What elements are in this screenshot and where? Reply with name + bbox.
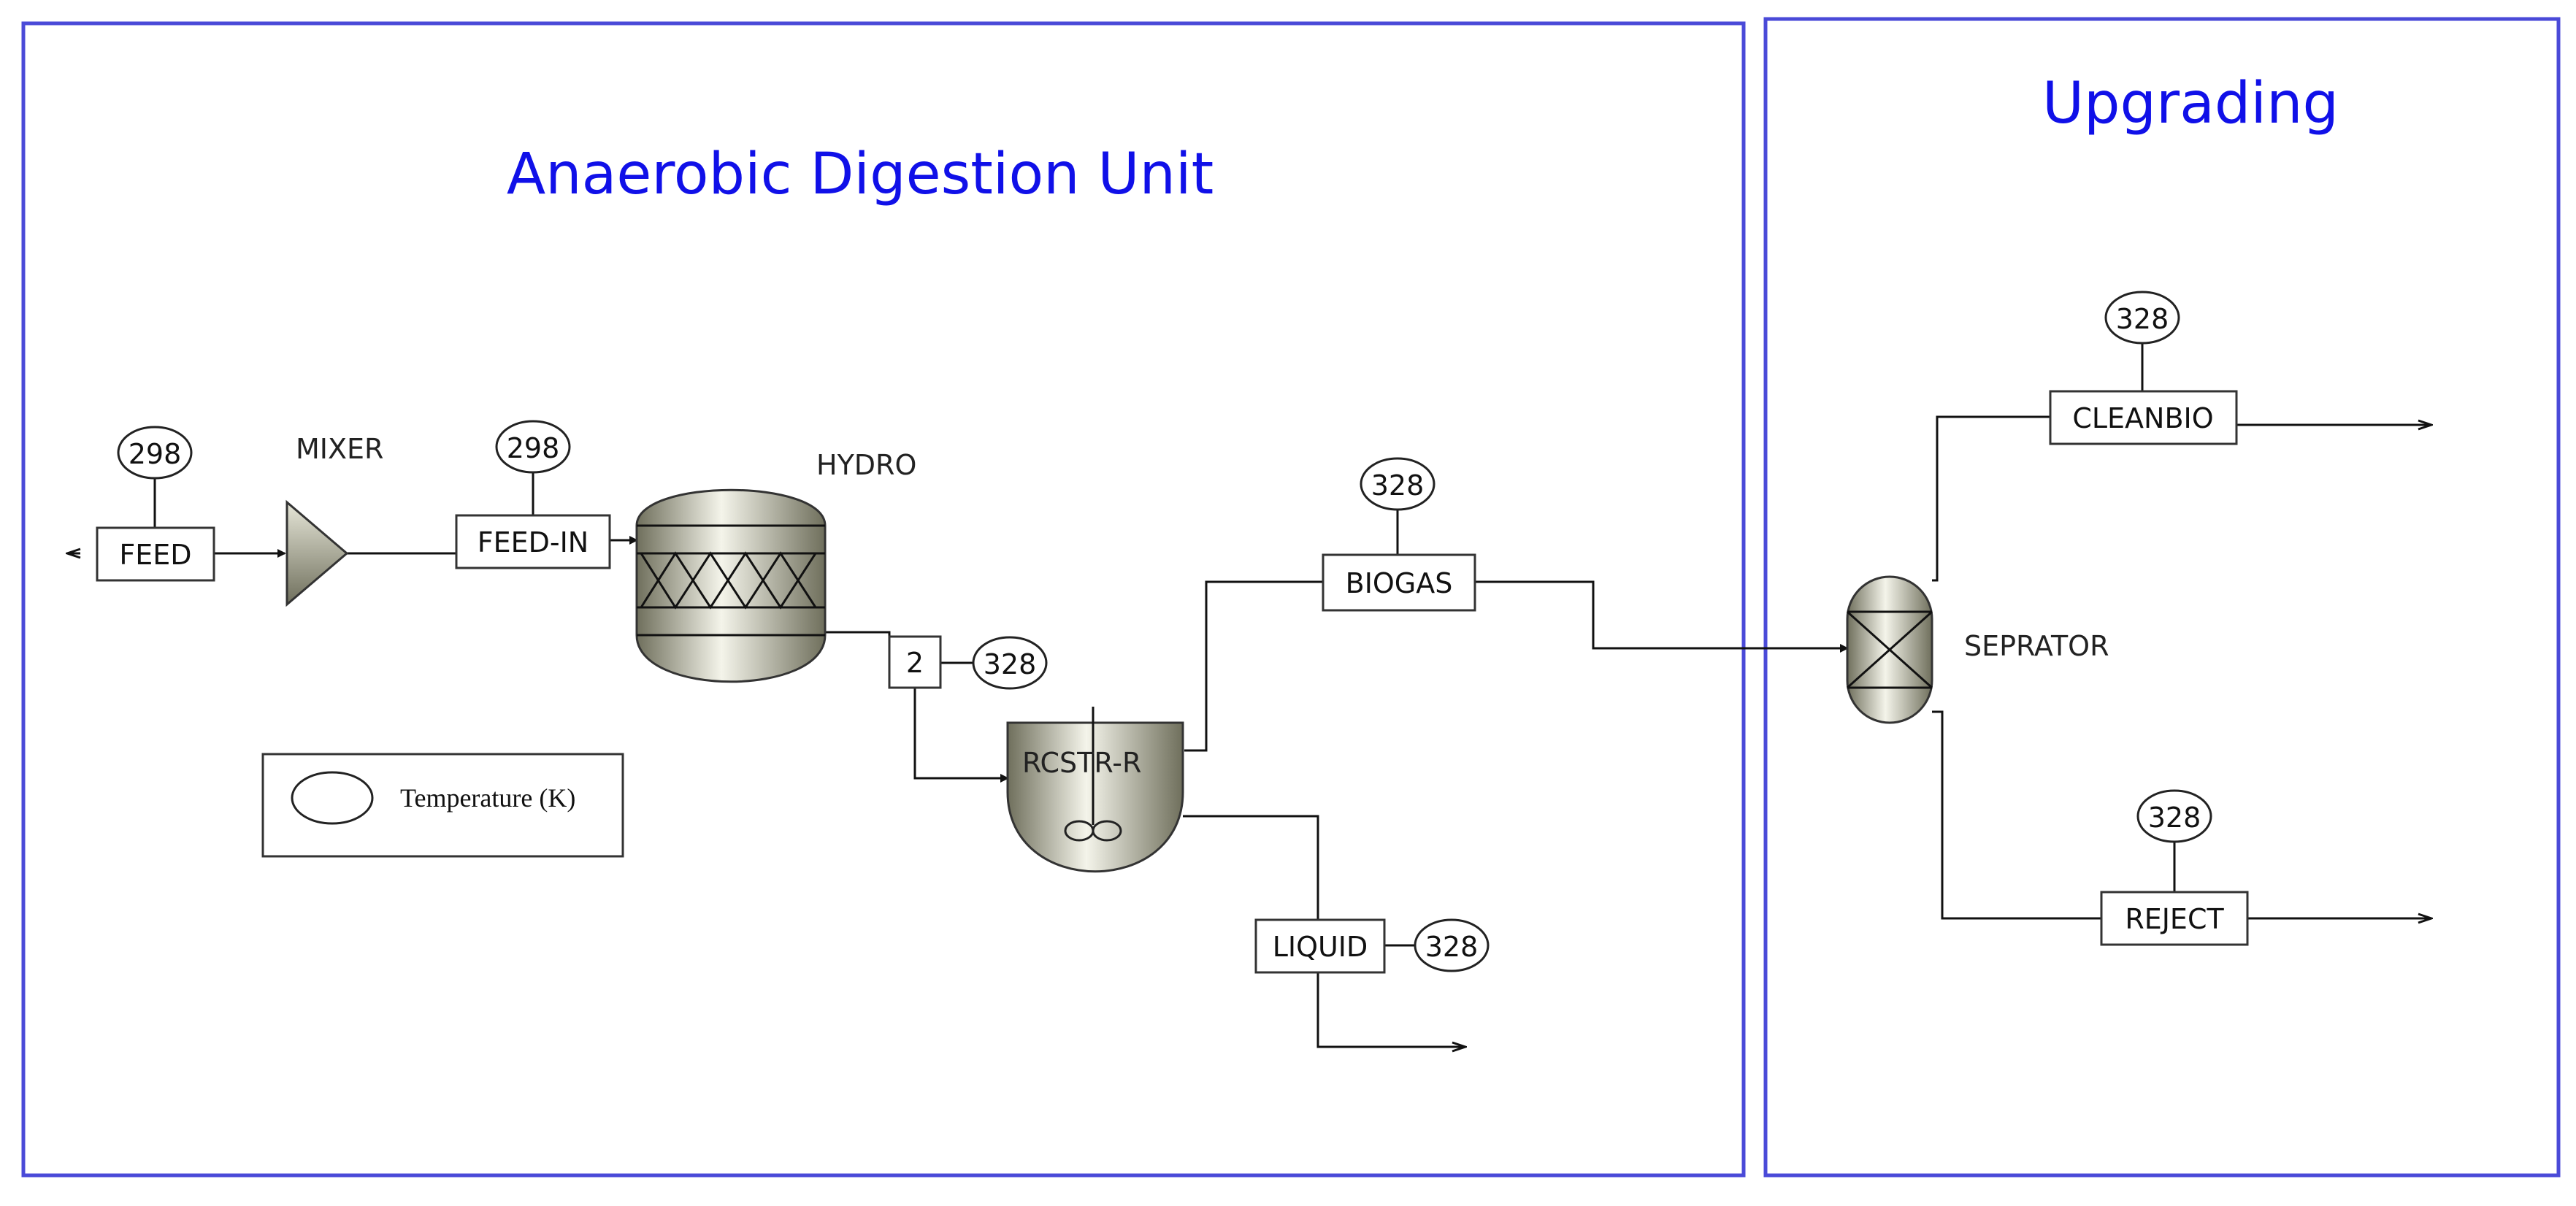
mixer-block[interactable]	[285, 499, 349, 607]
stream-reject-label: REJECT	[2125, 903, 2224, 935]
temp-liquid: 328	[1425, 931, 1479, 963]
stream-cleanbio-label: CLEANBIO	[2072, 402, 2213, 434]
separator-block[interactable]	[1846, 575, 1933, 724]
temp-tag-biogas: 328	[1360, 457, 1435, 511]
temp-feed: 298	[129, 438, 182, 470]
upgrading-title: Upgrading	[2042, 71, 2339, 137]
stream-cleanbio[interactable]: CLEANBIO	[2049, 390, 2238, 445]
liquid-pipe-b	[1316, 971, 1465, 1047]
temp-tag-feed-in: 298	[495, 420, 571, 474]
stream-biogas[interactable]: BIOGAS	[1322, 553, 1476, 612]
rcstr-reactor-icon	[1006, 721, 1184, 873]
cleanbio-pipe-a	[1932, 415, 2050, 582]
biogas-pipe-b	[1475, 580, 1849, 653]
hydro-label: HYDRO	[816, 449, 916, 481]
stream-feed-in[interactable]: FEED-IN	[455, 514, 611, 569]
stream-2-pipe-a	[825, 631, 891, 644]
biogas-pipe-a	[1184, 580, 1323, 752]
stream-2[interactable]: 2	[888, 635, 942, 689]
upgrading-section	[1763, 17, 2561, 1178]
rcstr-label: RCSTR-R	[1022, 747, 1141, 779]
legend: Temperature (K)	[261, 753, 624, 858]
stream-reject[interactable]: REJECT	[2100, 891, 2249, 946]
stream-liquid-label: LIQUID	[1273, 931, 1368, 963]
stream-feed-in-label: FEED-IN	[478, 526, 589, 558]
legend-label: Temperature (K)	[400, 783, 575, 813]
stream-2-label: 2	[906, 647, 924, 679]
temp-biogas: 328	[1371, 469, 1425, 502]
temp-feed-in: 298	[507, 432, 560, 464]
mixer-label: MIXER	[296, 433, 383, 465]
temp-tag-stream-2: 328	[972, 636, 1048, 690]
separator-label: SEPRATOR	[1964, 630, 2109, 662]
stream-liquid[interactable]: LIQUID	[1254, 918, 1386, 974]
temp-tag-reject: 328	[2136, 789, 2212, 843]
reject-pipe-a	[1932, 710, 2101, 920]
rcstr-reactor-block[interactable]	[1006, 707, 1184, 873]
anaerobic-digestion-title: Anaerobic Digestion Unit	[507, 142, 1214, 207]
stream-feed-label: FEED	[119, 539, 191, 571]
liquid-pipe-a	[1183, 815, 1319, 920]
hydro-reactor-block[interactable]	[635, 488, 827, 683]
temp-cleanbio: 328	[2116, 303, 2169, 335]
mixer-icon	[285, 499, 349, 607]
temp-reject: 328	[2148, 802, 2201, 834]
temp-tag-liquid: 328	[1414, 918, 1490, 972]
temp-stream-2: 328	[984, 648, 1037, 680]
anaerobic-digestion-section	[21, 21, 1746, 1178]
temp-tag-feed: 298	[117, 426, 193, 480]
stream-feed[interactable]: FEED	[96, 526, 215, 582]
legend-oval-icon	[291, 771, 374, 825]
temp-tag-cleanbio: 328	[2104, 291, 2180, 345]
stream-2-pipe-b	[913, 688, 1009, 783]
stream-biogas-label: BIOGAS	[1346, 567, 1453, 599]
